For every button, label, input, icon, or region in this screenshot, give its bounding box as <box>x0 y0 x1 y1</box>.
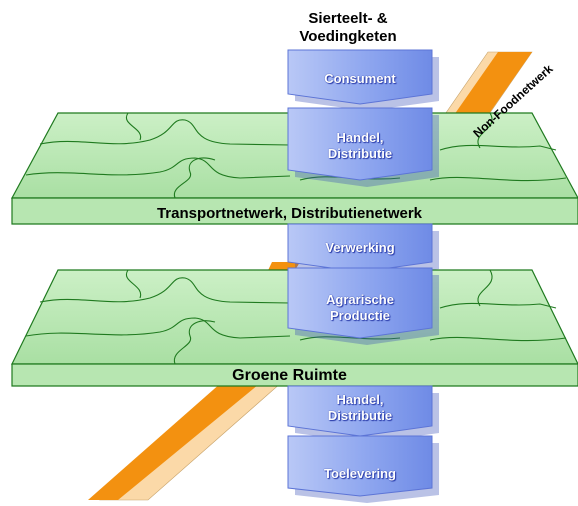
stage-label-agrarische: Agrarische Productie <box>326 292 394 323</box>
layer-label-groene-ruimte: Groene Ruimte <box>232 367 347 384</box>
chevron-toelevering <box>287 435 439 503</box>
stage-label-consument: Consument <box>324 71 396 86</box>
stage-label-handel-top: Handel, Distributie <box>327 130 393 161</box>
chevron-handel-top <box>287 107 439 187</box>
chevron-verwerking <box>287 223 439 279</box>
chain-title: Sierteelt- & Voedingketen <box>278 10 418 46</box>
stage-label-verwerking: Verwerking <box>325 240 395 255</box>
layer-label-transport: Transportnetwerk, Distributienetwerk <box>156 205 423 222</box>
lower-ribbon <box>88 374 291 501</box>
stage-label-toelevering: Toelevering <box>323 466 396 481</box>
stage-label-handel-bottom: Handel, Distributie <box>327 392 393 423</box>
chevron-agrarische <box>287 267 439 345</box>
chevron-handel-bottom <box>287 385 439 443</box>
chain-title-line2: Voedingketen <box>299 28 397 45</box>
chevron-consument <box>287 49 439 111</box>
chain-title-line1: Sierteelt- & <box>308 10 388 27</box>
chain-chevrons <box>287 49 439 503</box>
